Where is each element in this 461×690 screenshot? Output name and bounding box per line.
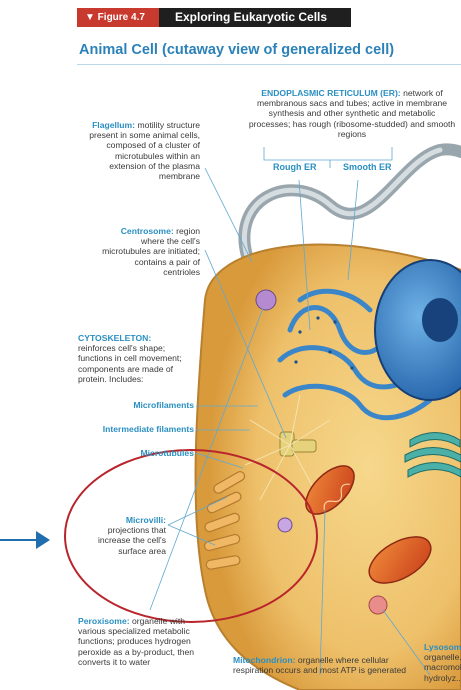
intermediate-filaments-label: Intermediate filaments <box>60 424 194 434</box>
microvilli-label: Microvilli: projections that increase th… <box>96 515 166 556</box>
er-term: ENDOPLASMIC RETICULUM (ER): <box>261 88 400 98</box>
pointer-arrow-icon <box>0 531 50 549</box>
flagellum-label: Flagellum: motility structure present in… <box>76 120 200 181</box>
microtubules-label: Microtubules <box>90 448 194 458</box>
microfilaments-label: Microfilaments <box>90 400 194 410</box>
microvilli-description: projections that increase the cell's sur… <box>98 525 166 555</box>
cytoskeleton-term: CYTOSKELETON: <box>78 333 196 343</box>
microvilli-term: Microvilli: <box>96 515 166 525</box>
peroxisome-shape <box>256 290 276 310</box>
lysosome-label: Lysosome: organelle... macromol... hydro… <box>424 642 461 683</box>
peroxisome-term: Peroxisome: <box>78 616 130 626</box>
rough-er-label: Rough ER <box>273 162 317 172</box>
mitochondrion-term: Mitochondrion: <box>233 655 296 665</box>
lysosome-description: organelle... macromol... hydrolyz... <box>424 652 461 683</box>
mitochondrion-label: Mitochondrion: organelle where cellular … <box>233 655 423 675</box>
lysosome-term: Lysosome: <box>424 642 461 652</box>
smooth-er-label: Smooth ER <box>343 162 392 172</box>
er-label: ENDOPLASMIC RETICULUM (ER): network of m… <box>247 88 457 139</box>
peroxisome-label: Peroxisome: organelle with various speci… <box>78 616 200 667</box>
centrosome-term: Centrosome: <box>121 226 174 236</box>
centrosome-label: Centrosome: region where the cell's micr… <box>98 226 200 277</box>
cytoskeleton-description: reinforces cell's shape; functions in ce… <box>78 343 182 384</box>
cytoskeleton-label: CYTOSKELETON: reinforces cell's shape; f… <box>78 333 196 384</box>
flagellum-term: Flagellum: <box>92 120 135 130</box>
